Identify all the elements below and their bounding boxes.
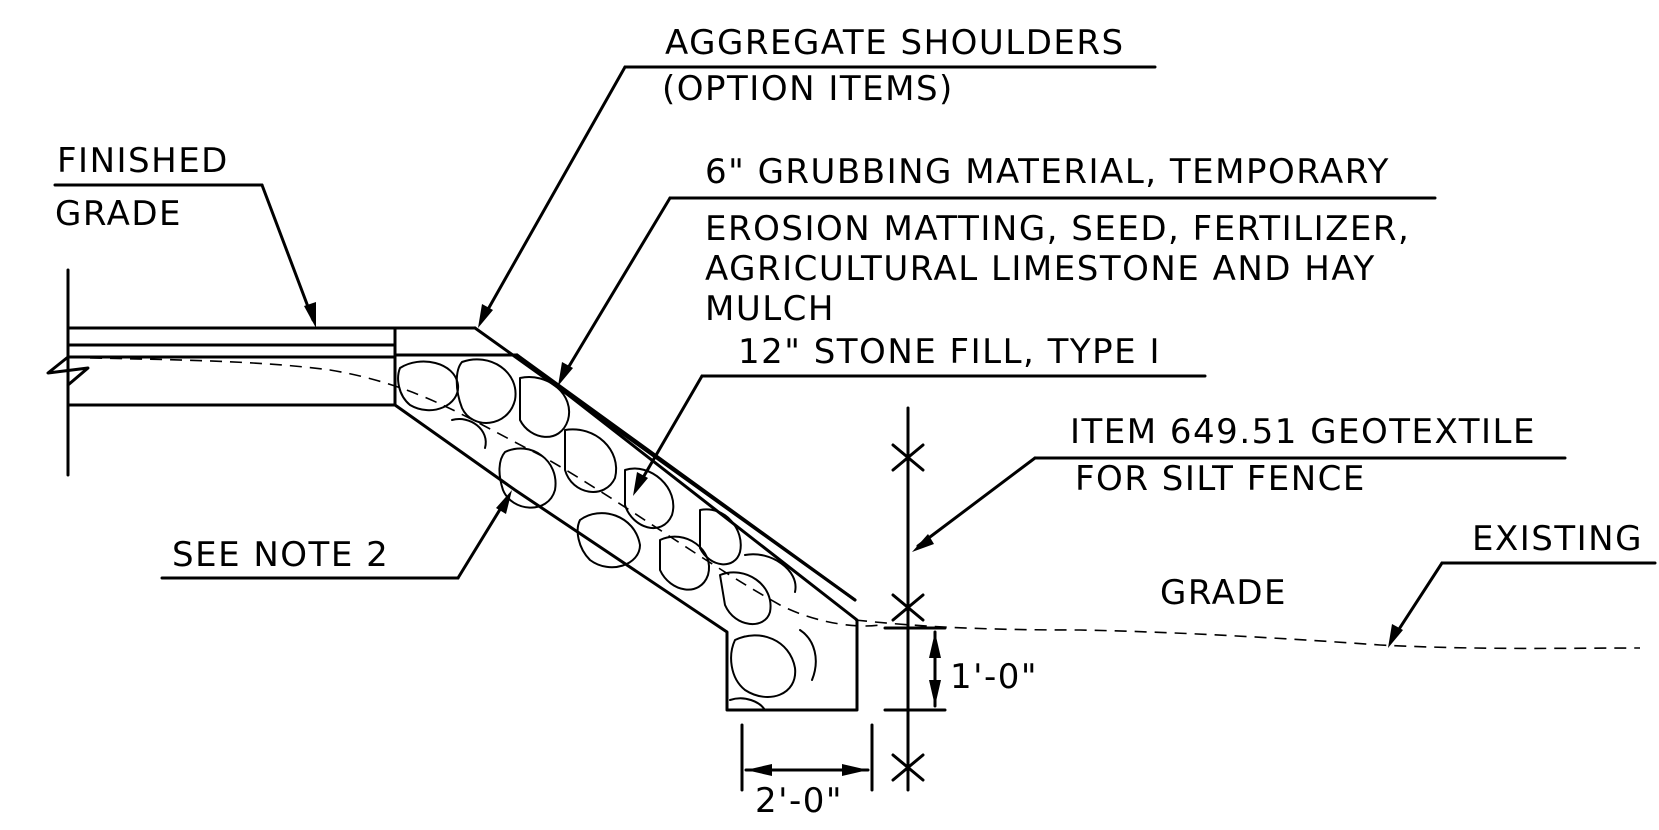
label-existing: EXISTING — [1472, 519, 1643, 559]
label-dim-depth: 1'-0" — [950, 657, 1038, 697]
leaders — [53, 65, 1657, 648]
label-see-note: SEE NOTE 2 — [172, 535, 389, 575]
grade-lines — [89, 357, 1641, 650]
stone-pattern — [397, 358, 817, 711]
label-erosion-2: AGRICULTURAL LIMESTONE AND HAY — [705, 249, 1376, 289]
label-finished-grade: GRADE — [55, 194, 182, 234]
label-aggregate-shoulders: AGGREGATE SHOULDERS — [665, 23, 1125, 63]
dim-width — [740, 723, 874, 792]
label-grubbing: 6" GRUBBING MATERIAL, TEMPORARY — [705, 152, 1390, 192]
stone-fill — [393, 353, 859, 712]
label-stone-fill: 12" STONE FILL, TYPE I — [738, 332, 1161, 372]
labels: AGGREGATE SHOULDERS (OPTION ITEMS) FINIS… — [55, 23, 1643, 821]
label-finished: FINISHED — [57, 141, 229, 181]
label-geotextile-1: ITEM 649.51 GEOTEXTILE — [1070, 412, 1536, 452]
silt-fence — [891, 406, 925, 792]
label-geotextile-2: FOR SILT FENCE — [1075, 459, 1366, 499]
label-option-items: (OPTION ITEMS) — [662, 69, 954, 109]
pavement-section — [46, 268, 477, 477]
label-erosion-1: EROSION MATTING, SEED, FERTILIZER, — [705, 209, 1410, 249]
label-erosion-3: MULCH — [705, 289, 835, 329]
label-existing-grade: GRADE — [1160, 573, 1287, 613]
dim-depth — [883, 626, 947, 712]
label-dim-width: 2'-0" — [755, 781, 843, 821]
